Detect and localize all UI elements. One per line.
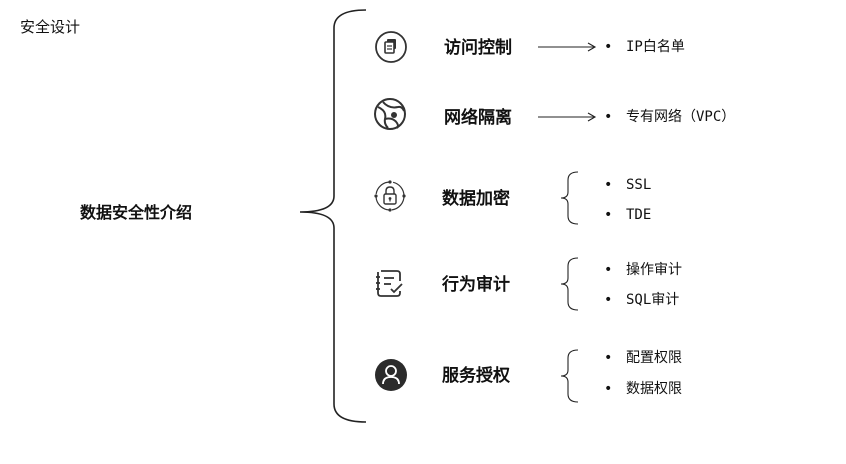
bullet: •: [604, 262, 613, 278]
sub-item-label: 配置权限: [626, 350, 682, 366]
arrow-network-isolation: [538, 112, 597, 122]
main-brace: [299, 9, 367, 423]
root-label: 数据安全性介绍: [80, 203, 193, 222]
bullet: •: [604, 177, 613, 193]
globe-network-icon: [374, 98, 406, 130]
category-label-network-isolation: 网络隔离: [444, 108, 512, 128]
lock-circle-icon: [374, 180, 406, 212]
sub-item: • TDE: [604, 205, 651, 225]
sub-item: • 专有网络（VPC）: [604, 107, 735, 127]
category-label-data-encryption: 数据加密: [442, 189, 510, 209]
sub-item-label: 专有网络（VPC）: [626, 109, 736, 125]
page-title: 安全设计: [20, 18, 81, 36]
category-label-service-auth: 服务授权: [442, 366, 510, 386]
bullet: •: [604, 39, 613, 55]
brace-data-encryption: [560, 171, 579, 225]
category-label-access-control: 访问控制: [444, 38, 512, 58]
audit-checklist-icon: [376, 270, 403, 297]
sub-item-label: IP白名单: [626, 39, 685, 55]
category-label-behavior-audit: 行为审计: [442, 275, 510, 295]
sub-item: • SSL: [604, 175, 651, 195]
sub-item: • SQL审计: [604, 290, 679, 310]
bullet: •: [604, 350, 613, 366]
sub-item: • 数据权限: [604, 379, 682, 399]
sub-item-label: 数据权限: [626, 381, 682, 397]
sub-item-label: SSL: [626, 177, 652, 193]
bullet: •: [604, 207, 613, 223]
sub-item: • IP白名单: [604, 37, 685, 57]
user-avatar-icon: [375, 359, 407, 391]
bullet: •: [604, 292, 613, 308]
sub-item-label: TDE: [626, 207, 652, 223]
arrow-access-control: [538, 42, 597, 52]
brace-behavior-audit: [560, 257, 579, 311]
sub-item-label: 操作审计: [626, 262, 682, 278]
bullet: •: [604, 109, 613, 125]
sub-item: • 操作审计: [604, 260, 682, 280]
file-cabinet-icon: [375, 31, 407, 63]
sub-item-label: SQL审计: [626, 292, 680, 308]
brace-service-auth: [560, 349, 579, 403]
sub-item: • 配置权限: [604, 348, 682, 368]
bullet: •: [604, 381, 613, 397]
